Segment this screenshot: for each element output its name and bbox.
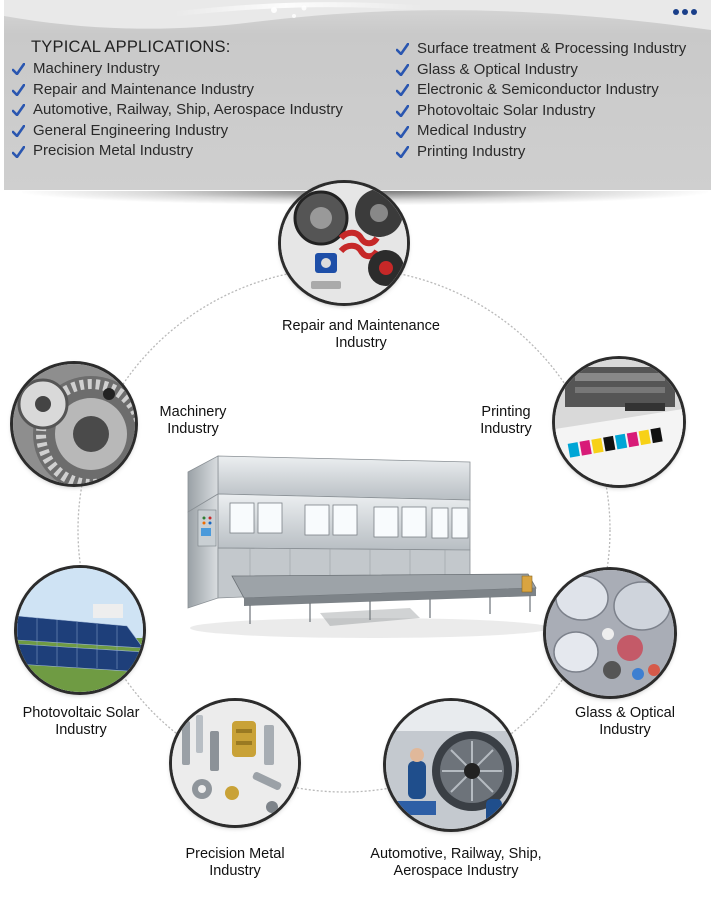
- machinery-node: [13, 364, 135, 484]
- printing-node: [555, 359, 683, 485]
- checkmark-icon: [12, 145, 29, 158]
- list-item: Machinery Industry: [12, 59, 343, 80]
- list-item: Glass & Optical Industry: [396, 60, 686, 81]
- auto-parts-photo-icon: [281, 183, 407, 303]
- checkmark-icon: [396, 43, 413, 56]
- metal-parts-photo-icon: [172, 701, 298, 825]
- checkmark-icon: [396, 146, 413, 159]
- checkmark-icon: [396, 105, 413, 118]
- checkmark-icon: [396, 84, 413, 97]
- applications-list-left: Machinery Industry Repair and Maintenanc…: [12, 59, 343, 162]
- list-item: Surface treatment & Processing Industry: [396, 39, 686, 60]
- checkmark-icon: [396, 63, 413, 76]
- checkmark-icon: [396, 125, 413, 138]
- printing-press-photo-icon: [555, 359, 683, 485]
- repair-maintenance-label: Repair and Maintenance Industry: [282, 318, 440, 351]
- precision-metal-node: [172, 701, 298, 825]
- list-item: Medical Industry: [396, 121, 686, 142]
- repair-maintenance-node: [281, 183, 407, 303]
- glass-optical-node: [546, 570, 674, 696]
- ultrasonic-cleaning-machine: [187, 455, 550, 638]
- applications-banner: [4, 0, 711, 190]
- printing-label: Printing Industry: [480, 404, 532, 437]
- checkmark-icon: [12, 83, 29, 96]
- automotive-aerospace-label: Automotive, Railway, Ship, Aerospace Ind…: [370, 846, 542, 879]
- glass-optical-label: Glass & Optical Industry: [575, 705, 675, 738]
- gear-photo-icon: [13, 364, 135, 484]
- more-dots-icon: [673, 9, 697, 15]
- list-item: General Engineering Industry: [12, 121, 343, 142]
- list-item: Precision Metal Industry: [12, 141, 343, 162]
- photovoltaic-solar-label: Photovoltaic Solar Industry: [22, 705, 140, 738]
- list-item: Photovoltaic Solar Industry: [396, 101, 686, 122]
- applications-title: TYPICAL APPLICATIONS:: [31, 38, 231, 56]
- checkmark-icon: [12, 63, 29, 76]
- applications-list-right: Surface treatment & Processing Industry …: [396, 39, 686, 163]
- optical-lens-photo-icon: [546, 570, 674, 696]
- precision-metal-label: Precision Metal Industry: [185, 846, 285, 879]
- photovoltaic-solar-node: [17, 568, 143, 692]
- list-item: Automotive, Railway, Ship, Aerospace Ind…: [12, 100, 343, 121]
- solar-panel-photo-icon: [17, 568, 143, 692]
- list-item: Electronic & Semiconductor Industry: [396, 80, 686, 101]
- list-item: Printing Industry: [396, 142, 686, 163]
- checkmark-icon: [12, 125, 29, 138]
- checkmark-icon: [12, 104, 29, 117]
- machinery-label: Machinery Industry: [159, 404, 227, 437]
- list-item: Repair and Maintenance Industry: [12, 80, 343, 101]
- banner-swoosh: [4, 0, 711, 30]
- automotive-aerospace-node: [386, 701, 516, 829]
- jet-engine-photo-icon: [386, 701, 516, 829]
